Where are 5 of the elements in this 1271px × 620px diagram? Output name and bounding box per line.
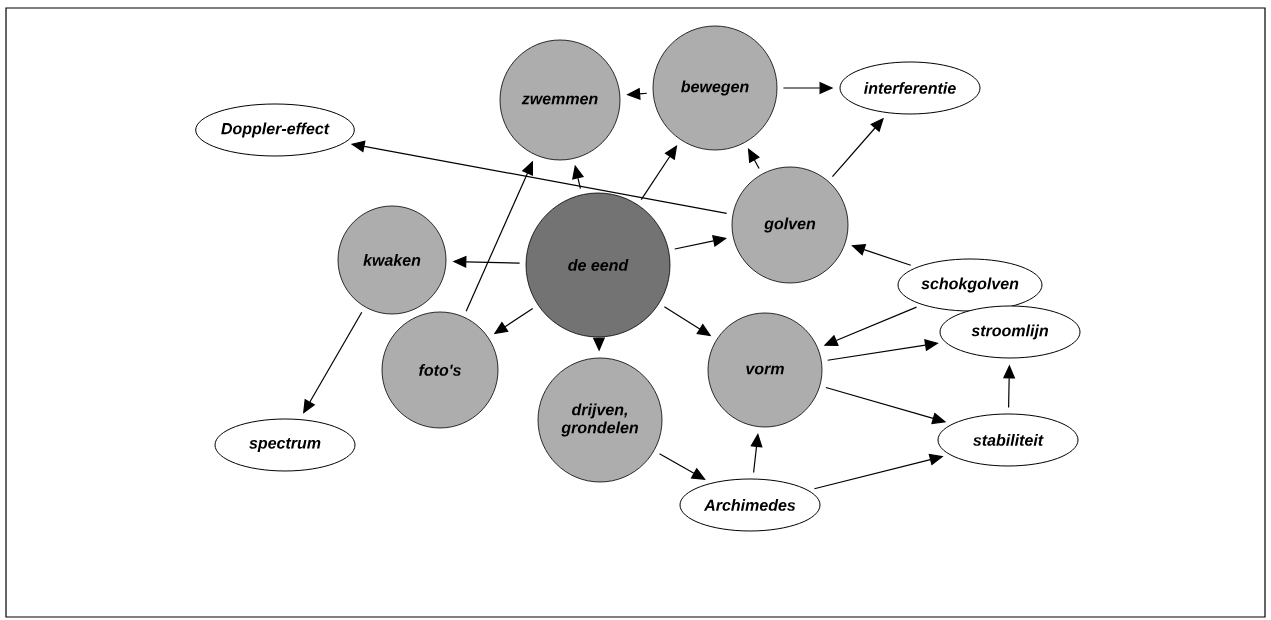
arrow [750, 433, 763, 474]
arrow [303, 311, 363, 414]
arrow [674, 234, 727, 250]
arrow [640, 145, 678, 201]
arrow [658, 453, 706, 480]
